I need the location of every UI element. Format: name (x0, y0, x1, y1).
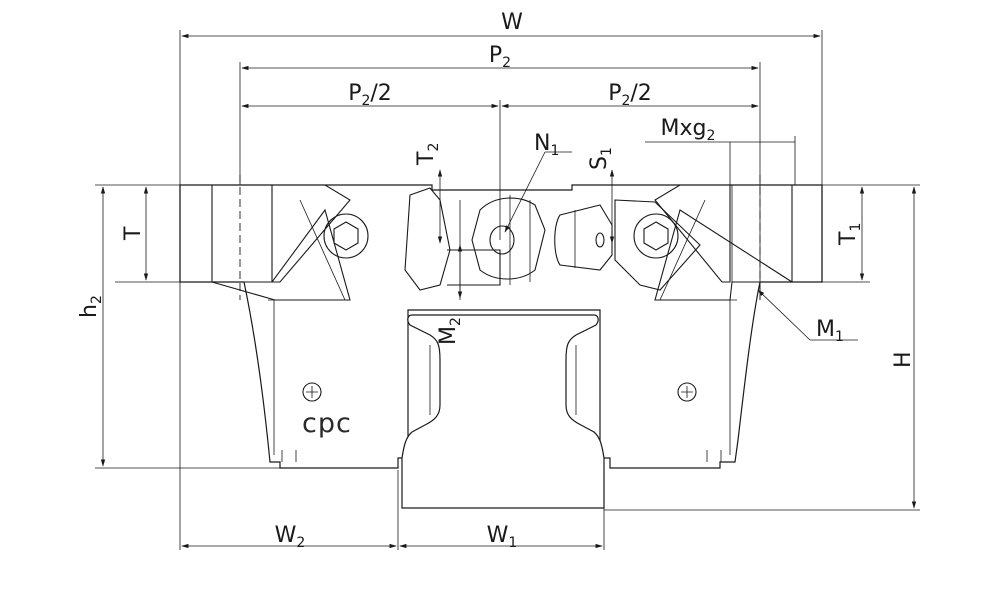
label-W2: W2 (275, 523, 306, 551)
label-W1: W1 (487, 523, 518, 551)
label-M2: M2 (436, 317, 464, 345)
label-Mxg2: Mxg2 (661, 116, 716, 144)
brand-logo: cpc (302, 408, 352, 439)
label-N1: N1 (534, 131, 559, 159)
label-S1: S1 (587, 147, 615, 170)
label-h2: h2 (77, 295, 105, 318)
left-screw-icon (323, 213, 369, 259)
label-H: H (891, 351, 916, 368)
label-P2: P2 (489, 43, 511, 71)
label-P2-half-left: P2/2 (348, 81, 392, 109)
label-P2-half-right: P2/2 (608, 81, 652, 109)
label-W: W (501, 10, 523, 35)
right-screw-icon (633, 213, 679, 259)
label-T1: T1 (836, 223, 864, 246)
label-T2: T2 (414, 143, 442, 166)
dimension-lines (95, 30, 920, 550)
rail (401, 314, 605, 509)
body-screw-left-icon (302, 382, 322, 402)
label-M1: M1 (816, 317, 844, 345)
body-screw-right-icon (677, 382, 697, 402)
label-T: T (121, 226, 146, 241)
